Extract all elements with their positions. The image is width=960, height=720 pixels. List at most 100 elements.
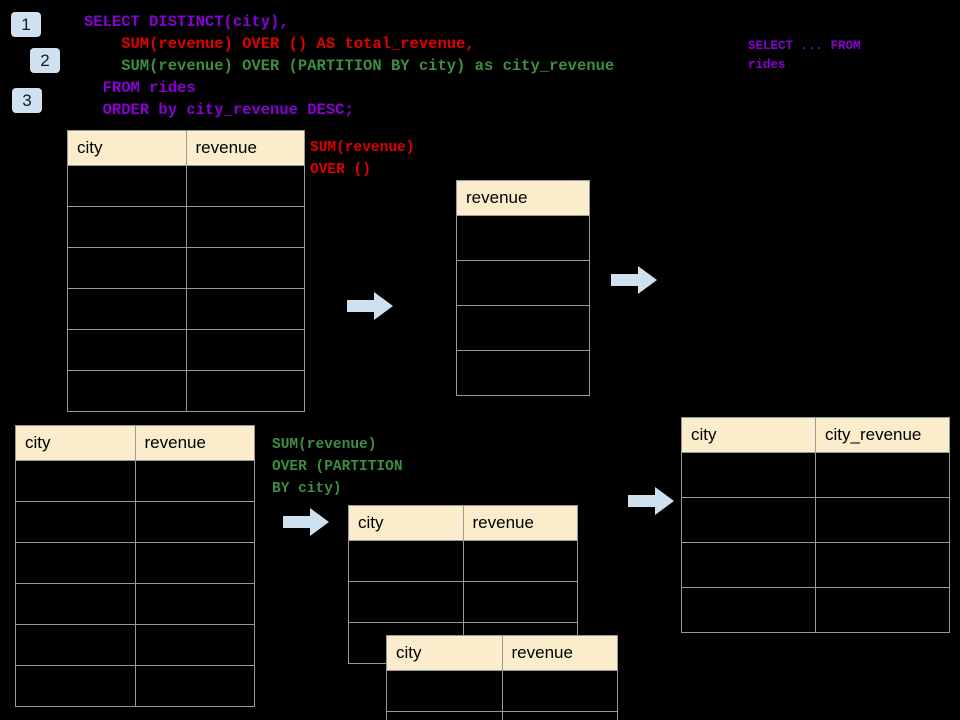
table-header-row: revenue [456,180,590,216]
table-row [456,215,590,261]
table-cell [134,501,255,543]
table-cell [67,247,187,289]
column-header-city: city [67,130,187,166]
table-cell [15,542,136,584]
column-header-city-revenue: city_revenue [815,417,950,453]
table-row [681,497,950,543]
table-row [15,665,255,707]
table-cell [185,370,305,412]
table-cell [134,583,255,625]
column-header-revenue: revenue [462,505,578,541]
side-note-line-1: SELECT ... FROM [748,39,861,53]
table-cell [815,452,950,498]
table-cell [386,670,503,712]
table-header-row: city city_revenue [681,417,950,453]
column-header-city: city [15,425,136,461]
sql-line-total-revenue: SUM(revenue) OVER () AS total_revenue, [84,35,475,53]
annotation-total-revenue-line-1: SUM(revenue) [310,140,415,156]
table-cell [815,497,950,543]
table-cell [67,165,187,207]
table-cell [185,329,305,371]
column-header-revenue: revenue [185,130,305,166]
table-cell [681,497,816,543]
table-row [67,165,305,207]
table-rides-source-top: city revenue [67,130,305,412]
step-badge-2: 2 [30,48,60,73]
table-row [456,305,590,351]
table-cell [681,452,816,498]
table-cell [185,165,305,207]
table-row [15,501,255,543]
step-badge-1: 1 [11,12,41,37]
table-cell [501,711,618,720]
table-cell [456,350,590,396]
table-cell [348,581,464,623]
table-row [15,624,255,666]
table-row [67,288,305,330]
table-cell [815,542,950,588]
table-cell [185,288,305,330]
table-cell [456,305,590,351]
table-rides-source-bottom: city revenue [15,425,255,707]
arrow-bottom-left [283,508,329,536]
table-row [67,370,305,412]
table-row [348,540,578,582]
table-partition-group-a: city revenue [348,505,578,664]
sql-line-select: SELECT DISTINCT(city), [84,13,289,31]
table-row [67,247,305,289]
column-header-city: city [386,635,503,671]
table-header-row: city revenue [15,425,255,461]
table-header-row: city revenue [67,130,305,166]
side-note-line-2: rides [748,58,786,72]
table-cell [67,329,187,371]
table-row [386,670,618,712]
annotation-city-revenue-line-3: BY city) [272,481,342,497]
table-cell [185,206,305,248]
table-cell [15,665,136,707]
table-cell [501,670,618,712]
table-row [681,542,950,588]
table-body [386,670,618,720]
table-row [15,460,255,502]
table-body [67,165,305,412]
arrow-top-left [347,292,393,320]
table-cell [67,288,187,330]
table-row [456,350,590,396]
table-cell [815,587,950,633]
table-cell [134,460,255,502]
table-cell [462,581,578,623]
table-cell [67,206,187,248]
column-header-revenue: revenue [456,180,590,216]
table-cell [134,542,255,584]
table-row [15,583,255,625]
table-final-result: city city_revenue [681,417,950,633]
column-header-revenue: revenue [501,635,618,671]
table-body [681,452,950,633]
arrow-bottom-right [628,487,674,515]
arrow-top-right [611,266,657,294]
table-row [67,329,305,371]
table-cell [456,260,590,306]
step-badge-3: 3 [12,88,42,113]
table-cell [134,624,255,666]
annotation-city-revenue-line-1: SUM(revenue) [272,437,377,453]
sql-line-from: FROM rides [84,79,196,97]
table-cell [462,540,578,582]
annotation-city-revenue-line-2: OVER (PARTITION [272,459,403,475]
table-cell [15,583,136,625]
table-header-row: city revenue [348,505,578,541]
table-row [456,260,590,306]
column-header-city: city [681,417,816,453]
column-header-city: city [348,505,464,541]
table-cell [67,370,187,412]
table-body [348,540,578,664]
table-body [456,215,590,396]
table-cell [456,215,590,261]
table-cell [185,247,305,289]
sql-line-city-revenue: SUM(revenue) OVER (PARTITION BY city) as… [84,57,615,75]
table-cell [134,665,255,707]
table-cell [15,501,136,543]
table-cell [681,542,816,588]
annotation-total-revenue-line-2: OVER () [310,162,371,178]
